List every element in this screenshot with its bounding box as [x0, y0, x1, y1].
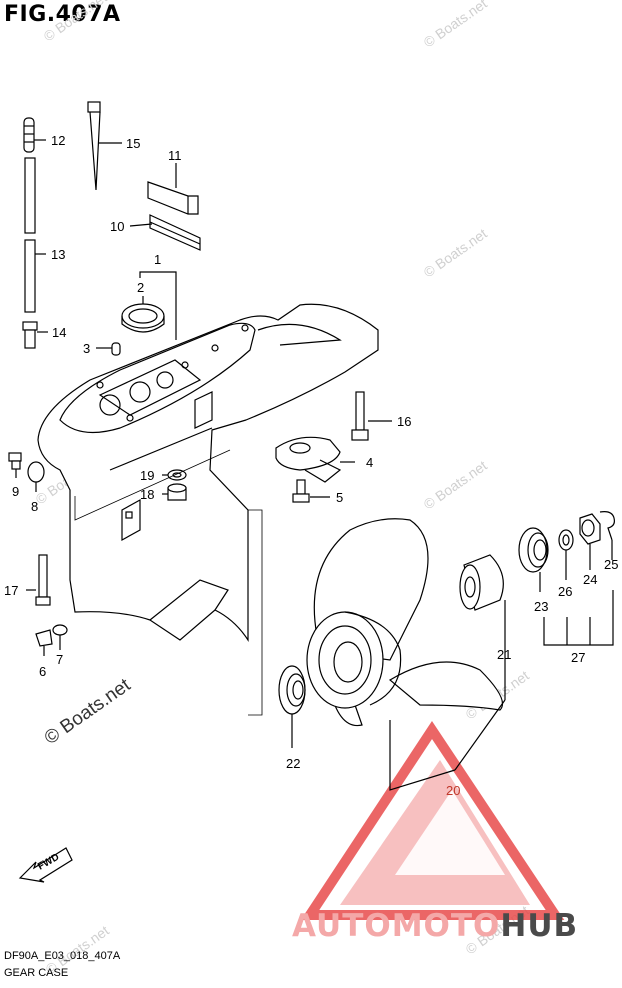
watermark-text: © Boats.net: [421, 0, 490, 50]
callout-21: 21: [497, 647, 511, 662]
cotter-pin-part-25: [599, 511, 615, 560]
callout-11: 11: [168, 148, 182, 163]
fwd-arrow-icon: FWD: [18, 847, 73, 883]
bolt-part-17: [26, 554, 51, 606]
brand-logo-icon: [300, 720, 565, 920]
watermark-text: © Boats.net: [421, 225, 490, 280]
figure-title: FIG.407A: [4, 2, 121, 27]
watermark-large: © Boats.net: [41, 674, 135, 749]
watermark-text: © Boats.net: [41, 0, 110, 44]
watermark-text: © Boats.net: [421, 457, 490, 512]
callout-17: 17: [4, 583, 18, 598]
shift-rod-part-13: [24, 157, 46, 313]
callout-23: 23: [534, 599, 548, 614]
callout-10: 10: [110, 219, 124, 234]
callout-8: 8: [31, 499, 38, 514]
brand-part1: AUTOMOTO: [292, 908, 501, 944]
callout-12: 12: [51, 133, 65, 148]
callout-labels: 1 2 3 4 5 6 7 8 9 10 11 12 13 14 15 16 1…: [4, 133, 618, 798]
callout-6: 6: [39, 664, 46, 679]
footer-code: DF90A_E03_018_407A: [4, 950, 121, 962]
dowel-part-3: [96, 342, 121, 356]
callout-24: 24: [583, 572, 597, 587]
anode-part-4: [275, 436, 355, 483]
callout-26: 26: [558, 584, 572, 599]
spacer-part-21: [459, 554, 504, 611]
callout-5: 5: [336, 490, 343, 505]
washer-part-19: [162, 469, 187, 481]
callout-25: 25: [604, 557, 618, 572]
callout-20: 20: [446, 783, 460, 798]
spacer-part-8: [27, 461, 45, 492]
callout-4: 4: [366, 455, 373, 470]
callout-22: 22: [286, 756, 300, 771]
bracket-part-27: [543, 590, 614, 646]
washer-part-7: [52, 624, 68, 650]
callout-18: 18: [140, 487, 154, 502]
seal-part-22: [278, 665, 306, 748]
bearing-part-2: [121, 296, 165, 333]
bolt-part-9: [8, 452, 22, 478]
connector-part-14: [22, 321, 48, 349]
callout-1: 1: [154, 252, 161, 267]
bolt-part-16: [351, 391, 392, 441]
plate-part-10: [129, 214, 201, 251]
bolt-part-6: [35, 629, 53, 656]
bolt-part-5: [292, 479, 330, 503]
propeller-part-20: [306, 518, 506, 791]
callout-15: 15: [126, 136, 140, 151]
nut-part-18: [162, 483, 187, 501]
callout-19: 19: [140, 468, 154, 483]
brand-wordmark: AUTOMOTOHUB: [292, 908, 578, 944]
gear-case-housing: [37, 303, 379, 643]
pin-part-12: [23, 117, 46, 153]
callout-14: 14: [52, 325, 66, 340]
thrust-washer-part-23: [518, 527, 549, 592]
callout-16: 16: [397, 414, 411, 429]
cable-tie-part-15: [87, 101, 122, 191]
callout-13: 13: [51, 247, 65, 262]
footer-caption: GEAR CASE: [4, 967, 69, 979]
bracket-part-1: [139, 271, 177, 340]
washer-part-26: [558, 529, 574, 580]
callout-7: 7: [56, 652, 63, 667]
callout-3: 3: [83, 341, 90, 356]
brand-part2: HUB: [500, 908, 579, 944]
callout-9: 9: [12, 484, 19, 499]
callout-2: 2: [137, 280, 144, 295]
nut-part-24: [579, 513, 601, 570]
callout-27: 27: [571, 650, 585, 665]
block-part-11: [147, 163, 199, 215]
